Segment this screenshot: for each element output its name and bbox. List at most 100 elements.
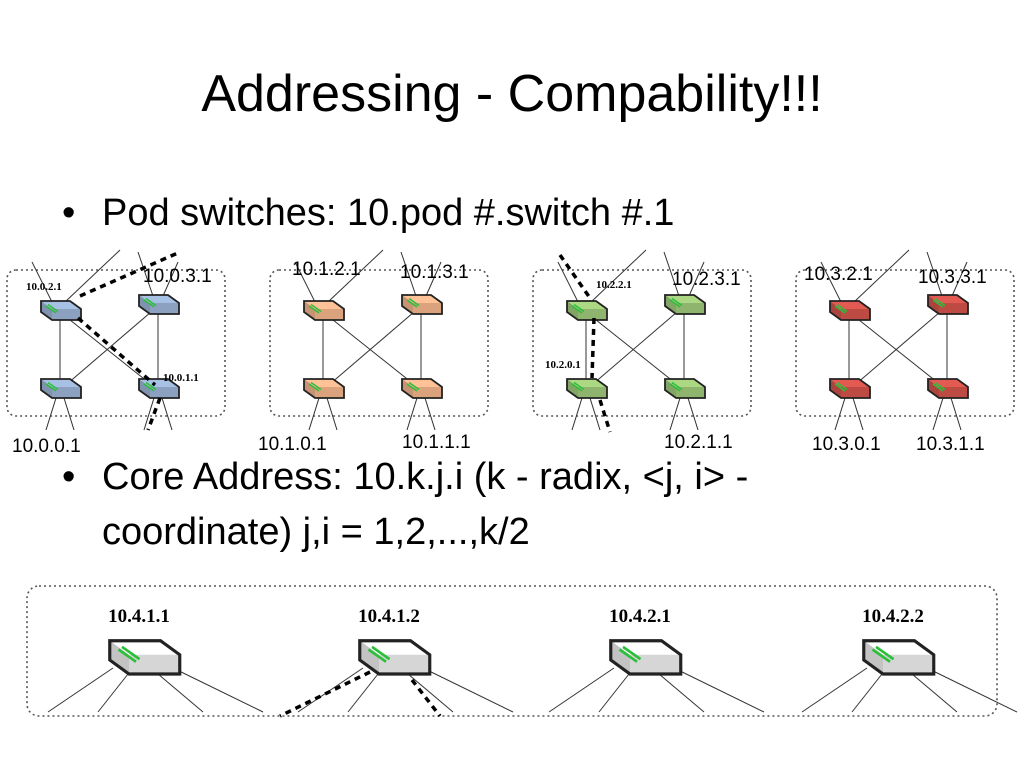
pod-switch-upper-left (303, 300, 345, 321)
downlink (308, 397, 320, 431)
path-segment (79, 250, 181, 298)
switch-label: 10.2.2.1 (596, 279, 632, 291)
core-layer: 10.4.1.1 10.4.1.2 10.4.2.1 10.4.2.2 (26, 585, 1018, 718)
core-switch-label: 10.4.1.2 (358, 606, 420, 627)
pod-switch-lower-right (927, 378, 969, 399)
path-segment (558, 253, 592, 300)
uplink (820, 261, 842, 303)
slide-title: Addressing - Compability!!! (201, 65, 823, 123)
uplink (400, 251, 417, 297)
pod-2 (532, 249, 752, 431)
pod-switch-lower-left (40, 378, 82, 399)
path-segment (279, 670, 371, 718)
core-switch-group: 10.4.1.2 (297, 606, 514, 713)
bullet-core-address: • Core Address: 10.k.j.i (k - radix, <j,… (62, 452, 962, 502)
core-link (297, 667, 364, 713)
pod-switch-upper-right (664, 294, 706, 315)
downlink (852, 397, 864, 431)
pod-switch-upper-right (401, 294, 443, 315)
switch-label: 10.1.2.1 (292, 259, 361, 280)
switch-label: 10.2.3.1 (672, 269, 741, 290)
bullet-marker: • (62, 456, 76, 498)
core-link (157, 673, 204, 713)
core-switch (358, 639, 432, 676)
pod-link (322, 311, 422, 391)
downlink (45, 397, 57, 431)
pod-switch-lower-left (566, 378, 608, 399)
downlink (406, 397, 418, 431)
core-switch-group: 10.4.2.2 (801, 606, 1018, 713)
core-switch-label: 10.4.1.1 (108, 606, 170, 627)
switch-label: 10.1.0.1 (258, 434, 327, 455)
switch-label: 10.0.3.1 (143, 266, 212, 287)
downlink (63, 397, 75, 431)
bullet-text: Pod switches: 10.pod #.switch #.1 (102, 192, 675, 234)
pod-link (585, 305, 685, 391)
bullet-pod-switches: • Pod switches: 10.pod #.switch #.1 (62, 188, 962, 238)
core-switch (108, 639, 182, 676)
pod-link (585, 311, 685, 391)
path-segment (598, 399, 612, 433)
uplink (557, 261, 579, 303)
pod-switch-upper-left (829, 300, 871, 321)
switch-label: 10.3.3.1 (918, 267, 987, 288)
pod-switch-upper-right (927, 294, 969, 315)
uplink (688, 261, 705, 297)
uplink (137, 251, 154, 297)
pod-switch-lower-right (138, 378, 180, 399)
pod-0 (6, 249, 226, 431)
core-link (598, 673, 630, 713)
routing-path (76, 250, 612, 433)
uplink (926, 251, 943, 297)
pod-3 (795, 249, 1015, 431)
core-switch-label: 10.4.2.2 (862, 606, 924, 627)
core-link (673, 667, 765, 713)
core-switch-group: 10.4.1.1 (47, 606, 264, 713)
switch-label: 10.3.0.1 (812, 434, 881, 455)
uplink (590, 249, 647, 303)
path-segment (410, 678, 442, 718)
switch-label: 10.1.3.1 (400, 262, 469, 283)
core-switch-label: 10.4.2.1 (609, 606, 671, 627)
uplink (853, 249, 910, 303)
downlink (326, 397, 338, 431)
pod-box (269, 269, 489, 417)
path-segment (76, 316, 157, 387)
downlink (143, 397, 155, 431)
core-switch (609, 639, 683, 676)
switch-label: 10.0.0.1 (12, 436, 81, 457)
bullet-text-line2: coordinate) j,i = 1,2,...,k/2 (102, 511, 530, 553)
core-link (407, 673, 454, 713)
downlink (687, 397, 699, 431)
switch-label: 10.3.1.1 (916, 434, 985, 455)
pod-1 (269, 249, 489, 431)
core-link (47, 667, 114, 713)
downlink (950, 397, 962, 431)
pod-switch-lower-left (303, 378, 345, 399)
core-link (926, 667, 1018, 713)
bullet-text-line1: Core Address: 10.k.j.i (k - radix, <j, i… (102, 456, 749, 498)
core-link (658, 673, 705, 713)
pod-link (848, 305, 948, 391)
pod-switch-lower-right (664, 378, 706, 399)
uplink (425, 261, 442, 297)
uplink (327, 249, 384, 303)
pod-link (59, 305, 159, 391)
uplink (663, 251, 680, 297)
core-link (548, 667, 615, 713)
uplink (951, 261, 968, 297)
path-segment (146, 397, 162, 431)
switch-label: 10.3.2.1 (804, 264, 873, 285)
pod-switch-upper-left (566, 300, 608, 321)
pod-link (59, 311, 159, 391)
downlink (932, 397, 944, 431)
pod-switch-lower-right (401, 378, 443, 399)
switch-label: 10.2.0.1 (545, 359, 581, 371)
downlink (669, 397, 681, 431)
core-link (347, 673, 379, 713)
core-link (801, 667, 868, 713)
downlink (834, 397, 846, 431)
uplink (294, 261, 316, 303)
